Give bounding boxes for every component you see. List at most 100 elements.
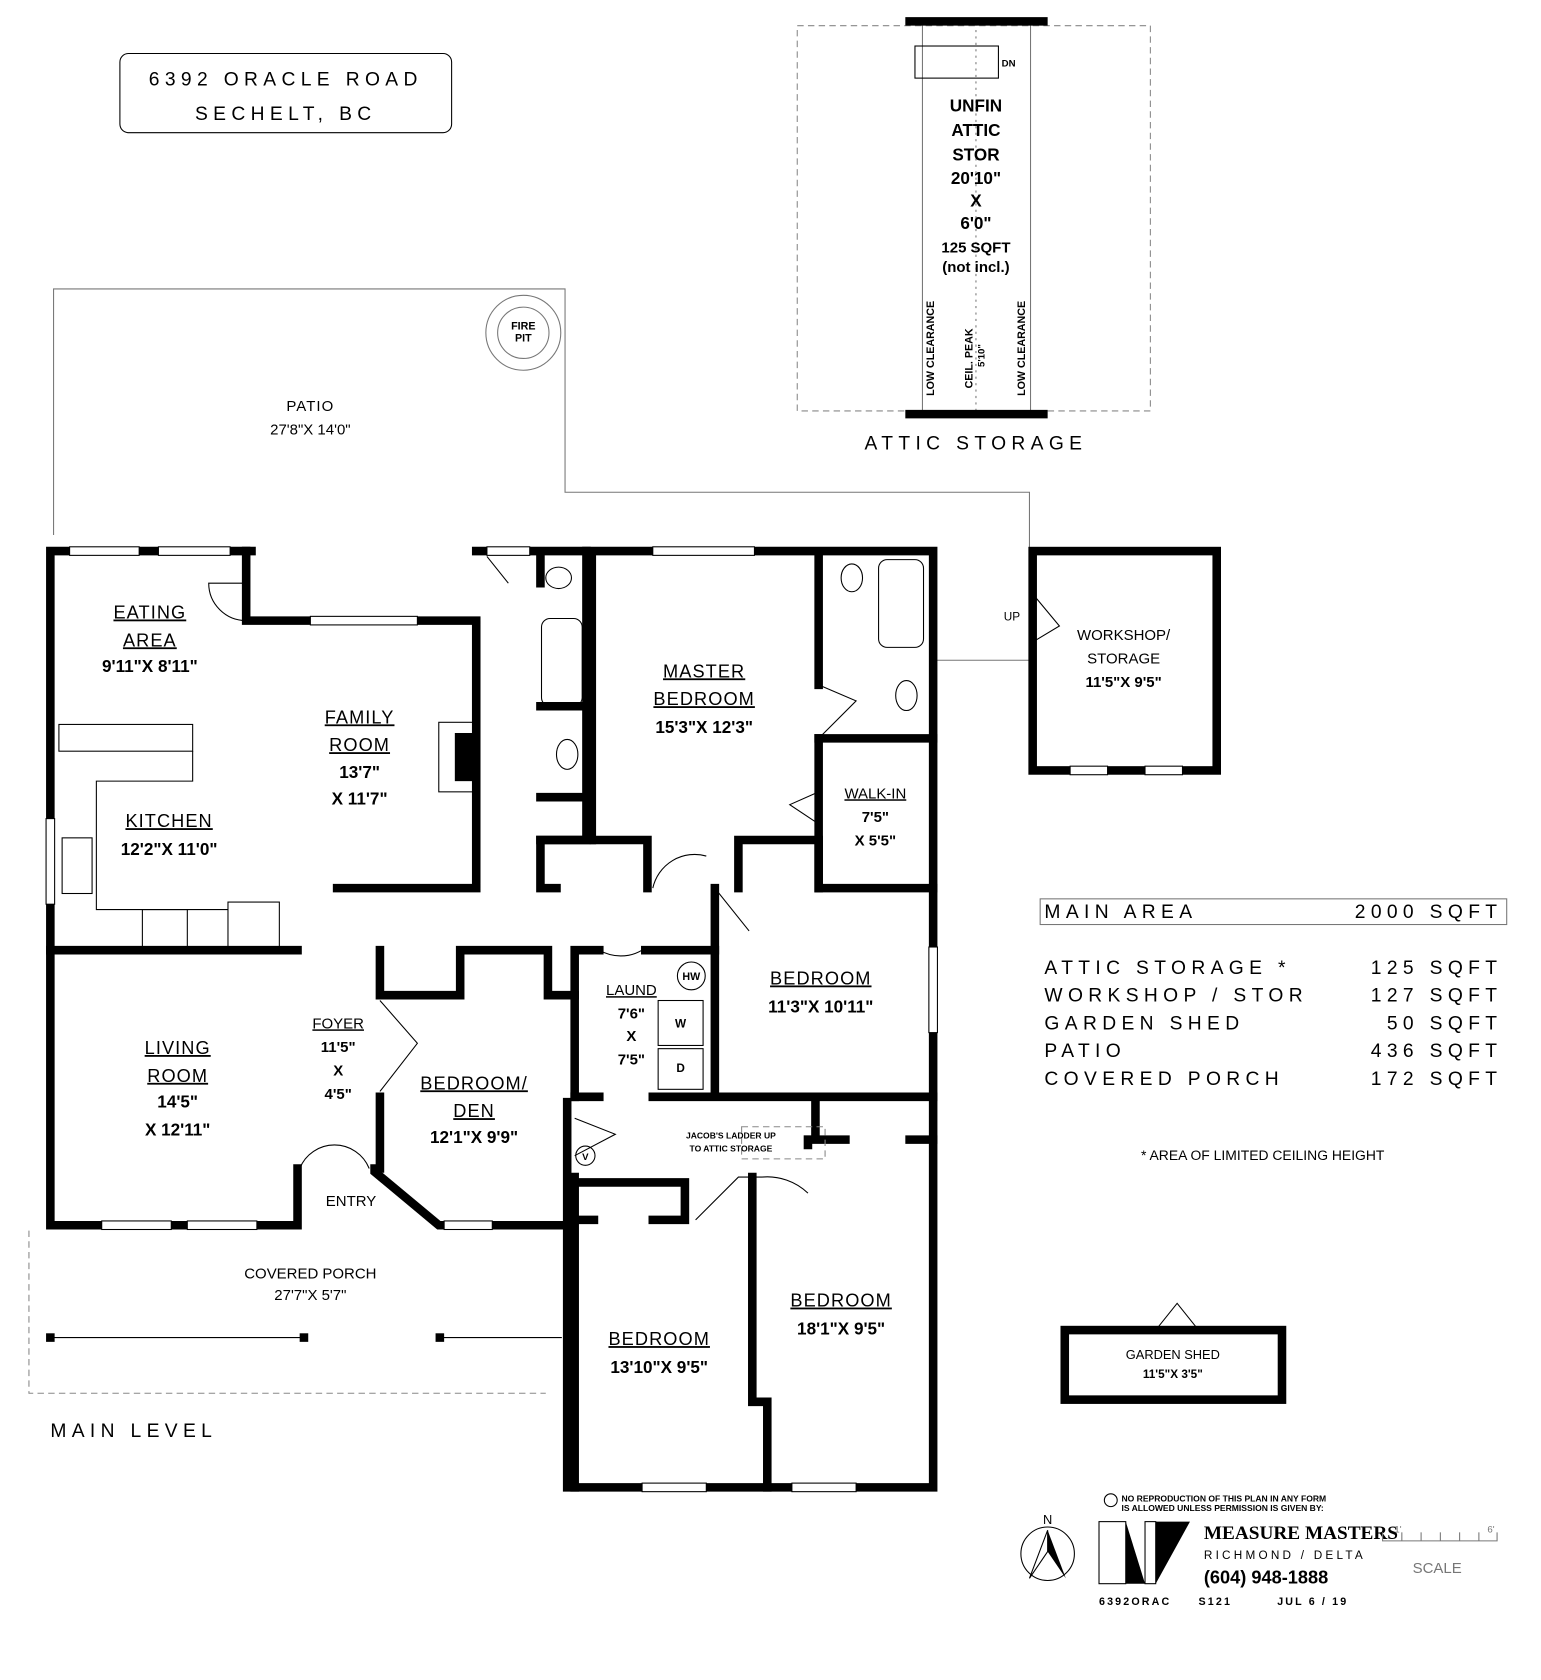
peak-height: 5'10" xyxy=(977,344,988,367)
walkin-name: WALK-IN xyxy=(844,785,906,802)
shed-name: GARDEN SHED xyxy=(1126,1347,1220,1362)
dryer: D xyxy=(676,1062,685,1075)
fire-pit-label2: PIT xyxy=(515,332,532,344)
attic-stairs xyxy=(914,45,999,79)
area-row-value: 436 SQFT xyxy=(1371,1041,1503,1062)
main-area-value: 2000 SQFT xyxy=(1355,902,1503,923)
scale-end: 6' xyxy=(1487,1524,1494,1535)
attic-dim1: 20'10" xyxy=(951,169,1001,188)
area-footnote: * AREA OF LIMITED CEILING HEIGHT xyxy=(1141,1147,1385,1163)
attic-note: (not incl.) xyxy=(942,259,1009,276)
bedroom3-dim: 13'10"X 9'5" xyxy=(610,1358,708,1377)
north-arrow-icon xyxy=(1020,1526,1075,1582)
workshop xyxy=(1028,546,1221,775)
foyer-dim: 11'5" xyxy=(321,1039,356,1056)
attic-heading: ATTIC STORAGE xyxy=(865,433,1088,454)
bedroom2-name: BEDROOM xyxy=(770,968,871,988)
shed-dim: 11'5"X 3'5" xyxy=(1143,1368,1203,1381)
area-summary: MAIN AREA 2000 SQFT ATTIC STORAGE * 125 … xyxy=(1039,898,1508,1163)
bedroom2-dim: 11'3"X 10'11" xyxy=(768,997,873,1016)
master-dim: 15'3"X 12'3" xyxy=(655,718,753,737)
company-city: RICHMOND / DELTA xyxy=(1204,1549,1366,1562)
workshop-dim: 11'5"X 9'5" xyxy=(1085,674,1161,691)
room-labels: EATING AREA 9'11"X 8'11" FAMILY ROOM 13'… xyxy=(50,602,906,1442)
kitchen-name: KITCHEN xyxy=(125,811,212,831)
area-row-label: COVERED PORCH xyxy=(1044,1069,1284,1090)
porch-dim: 27'7"X 5'7" xyxy=(274,1287,346,1304)
plan-code: 6392ORAC xyxy=(1099,1596,1171,1608)
foyer-x: X xyxy=(333,1062,343,1079)
garden-shed xyxy=(1060,1325,1287,1404)
plan-date: JUL 6 / 19 xyxy=(1277,1596,1348,1608)
den-name2: DEN xyxy=(453,1101,495,1121)
laund-dim2: 7'5" xyxy=(618,1052,645,1069)
entry-label: ENTRY xyxy=(326,1193,376,1210)
area-row-label: WORKSHOP / STOR xyxy=(1044,986,1308,1007)
fire-pit xyxy=(485,294,562,371)
living-name2: ROOM xyxy=(147,1066,208,1086)
bedroom3-name: BEDROOM xyxy=(608,1329,709,1349)
area-row-label: ATTIC STORAGE * xyxy=(1044,958,1290,979)
vacuum: V xyxy=(582,1152,589,1163)
scale-start: 1' xyxy=(1394,1524,1401,1535)
hot-water-tank: HW xyxy=(682,971,701,983)
attic-area: 125 SQFT xyxy=(941,240,1010,257)
company-phone: (604) 948-1888 xyxy=(1204,1568,1328,1588)
scale-bar xyxy=(1382,1532,1498,1542)
bedroom4-name: BEDROOM xyxy=(790,1291,891,1311)
kitchen-dim: 12'2"X 11'0" xyxy=(121,840,218,859)
area-row-value: 50 SQFT xyxy=(1387,1013,1503,1034)
copyright-line1: NO REPRODUCTION OF THIS PLAN IN ANY FORM xyxy=(1121,1493,1326,1503)
area-row-value: 172 SQFT xyxy=(1371,1069,1503,1090)
area-row-label: GARDEN SHED xyxy=(1044,1013,1244,1034)
stairs-down-label: DN xyxy=(1002,58,1016,69)
ceiling-peak: CEIL. PEAK xyxy=(964,328,976,388)
patio-name: PATIO xyxy=(286,398,334,415)
workshop-name2: STORAGE xyxy=(1087,650,1160,667)
main-area-label: MAIN AREA xyxy=(1044,902,1197,923)
copyright-line2: IS ALLOWED UNLESS PERMISSION IS GIVEN BY… xyxy=(1121,1503,1323,1513)
address-line2: SECHELT, BC xyxy=(195,104,377,125)
den-name: BEDROOM/ xyxy=(420,1073,528,1093)
eating-name2: AREA xyxy=(123,630,177,650)
master-name: MASTER xyxy=(663,661,745,681)
attic-name-2: ATTIC xyxy=(951,121,1000,140)
ladder-note1: JACOB'S LADDER UP xyxy=(686,1131,776,1141)
workshop-up-label: UP xyxy=(1004,611,1020,624)
area-row-value: 127 SQFT xyxy=(1371,986,1503,1007)
master-name2: BEDROOM xyxy=(653,689,754,709)
walkin-dim: 7'5" xyxy=(862,809,889,826)
family-name2: ROOM xyxy=(329,735,390,755)
job-number: S121 xyxy=(1199,1596,1233,1608)
low-clearance-left: LOW CLEARANCE xyxy=(925,301,937,396)
scale-label: SCALE xyxy=(1413,1560,1462,1577)
low-clearance-right: LOW CLEARANCE xyxy=(1016,301,1028,396)
family-name: FAMILY xyxy=(325,707,395,727)
eating-name: EATING xyxy=(113,602,186,622)
attic-x: X xyxy=(970,192,982,211)
laund-dim: 7'6" xyxy=(618,1006,645,1023)
attic-storage-plan: DN UNFIN ATTIC STOR 20'10" X 6'0" 125 SQ… xyxy=(796,17,1151,454)
attic-name-3: STOR xyxy=(952,146,999,165)
address-line1: 6392 ORACLE ROAD xyxy=(149,70,423,91)
north-label: N xyxy=(1043,1512,1052,1527)
washer: W xyxy=(675,1017,687,1030)
foyer-dim2: 4'5" xyxy=(325,1086,352,1103)
living-dim2: X 12'11" xyxy=(145,1120,210,1139)
eating-dim: 9'11"X 8'11" xyxy=(102,657,198,676)
company-name: MEASURE MASTERS xyxy=(1204,1523,1398,1544)
bedroom4-dim: 18'1"X 9'5" xyxy=(797,1319,885,1338)
walls xyxy=(45,546,1199,1493)
ladder-note2: TO ATTIC STORAGE xyxy=(690,1143,773,1153)
family-dim2: X 11'7" xyxy=(332,790,388,809)
laund-x: X xyxy=(626,1028,636,1045)
workshop-name: WORKSHOP/ xyxy=(1077,627,1171,644)
address-box: 6392 ORACLE ROAD SECHELT, BC xyxy=(119,52,453,134)
attic-dim2: 6'0" xyxy=(960,214,991,233)
den-dim: 12'1"X 9'9" xyxy=(430,1128,518,1147)
living-name: LIVING xyxy=(145,1038,211,1058)
footer: N NO REPRODUCTION OF THIS PLAN IN ANY FO… xyxy=(1020,1493,1498,1608)
porch-name: COVERED PORCH xyxy=(244,1266,376,1283)
area-row-value: 125 SQFT xyxy=(1371,958,1503,979)
